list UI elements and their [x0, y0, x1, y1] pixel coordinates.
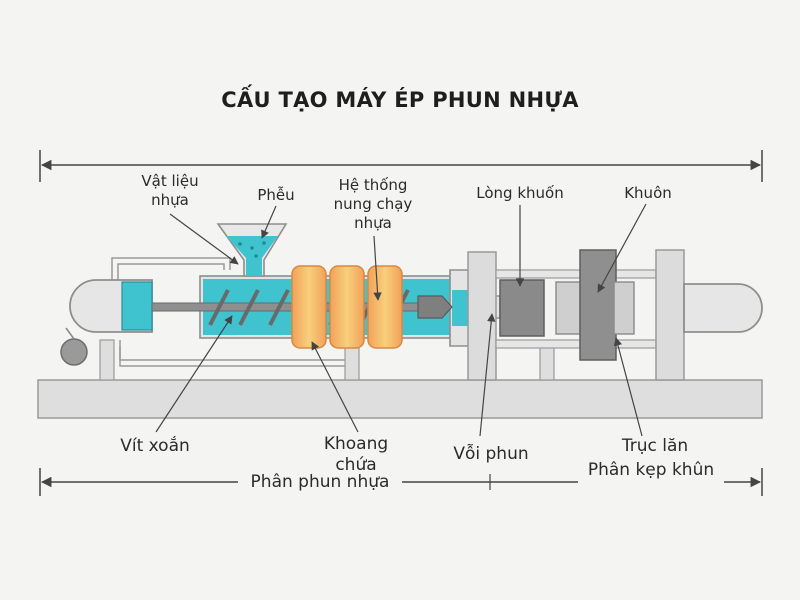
label-khuon: Khuôn [624, 184, 672, 202]
label-truc-lan: Trục lăn [621, 436, 689, 456]
label-pheu: Phễu [257, 186, 295, 204]
clamp-unit [655, 249, 763, 381]
hopper [216, 223, 288, 277]
top-dimension-line [39, 150, 763, 182]
label-khoang-chua: Khoang chứa [323, 434, 389, 475]
moving-mould [555, 249, 635, 361]
machine-base [37, 339, 763, 419]
injection-cylinder [60, 279, 153, 366]
label-vit-xoan: Vít xoắn [120, 436, 190, 456]
heater-bands [291, 265, 403, 349]
label-phan-kep-khuon: Phân kẹp khûn [587, 460, 715, 480]
label-vat-lieu-nhua: Vật liệu nhựa [141, 172, 199, 209]
leader-lines [155, 203, 647, 437]
stationary-platen [467, 251, 545, 381]
label-phan-phun-nhua: Phân phun nhựa [250, 472, 390, 492]
label-voi-phun: Vỗi phun [453, 444, 529, 464]
diagram-title: CẤU TẠO MÁY ÉP PHUN NHỰA [221, 88, 579, 112]
label-he-thong-nung: Hệ thống nung chạy nhựa [333, 176, 413, 232]
pipe-frame [111, 257, 345, 367]
bottom-dimension-line [39, 468, 763, 496]
label-long-khuon: Lòng khuốn [476, 184, 564, 202]
